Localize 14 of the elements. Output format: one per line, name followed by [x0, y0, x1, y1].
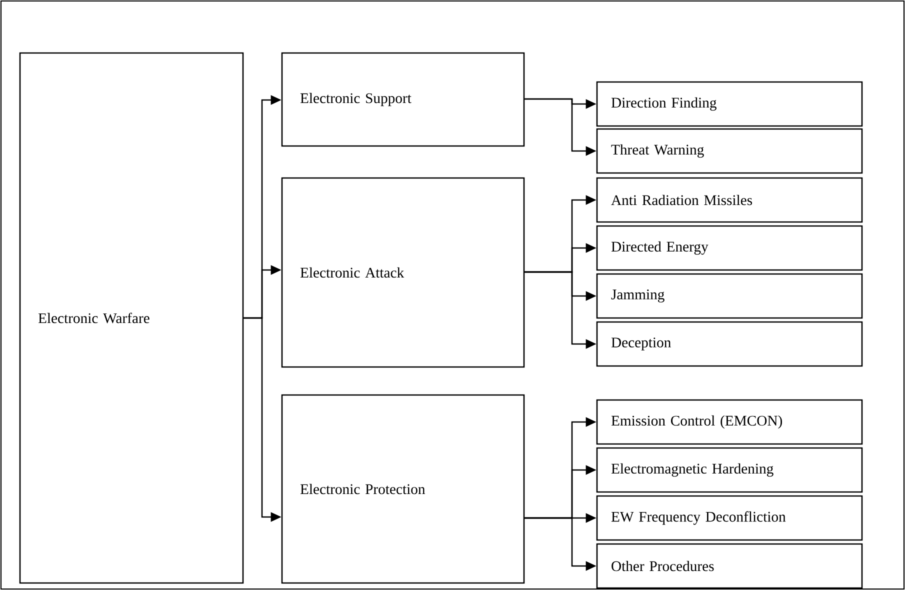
leaf-box: Threat Warning: [596, 128, 863, 174]
leaf-box: Electromagnetic Hardening: [596, 447, 863, 493]
branch-box: Electronic Attack: [281, 177, 525, 368]
leaf-box: EW Frequency Deconfliction: [596, 495, 863, 541]
leaf-box: Anti Radiation Missiles: [596, 177, 863, 223]
category-box: Electronic Warfare: [19, 52, 244, 584]
leaf-box: Jamming: [596, 273, 863, 319]
leaf-box: Directed Energy: [596, 225, 863, 271]
leaf-box: Direction Finding: [596, 81, 863, 127]
leaf-box: Deception: [596, 321, 863, 367]
leaf-box: Emission Control (EMCON): [596, 399, 863, 445]
branch-box: Electronic Protection: [281, 394, 525, 584]
leaf-box: Other Procedures: [596, 543, 863, 589]
branch-box: Electronic Support: [281, 52, 525, 147]
